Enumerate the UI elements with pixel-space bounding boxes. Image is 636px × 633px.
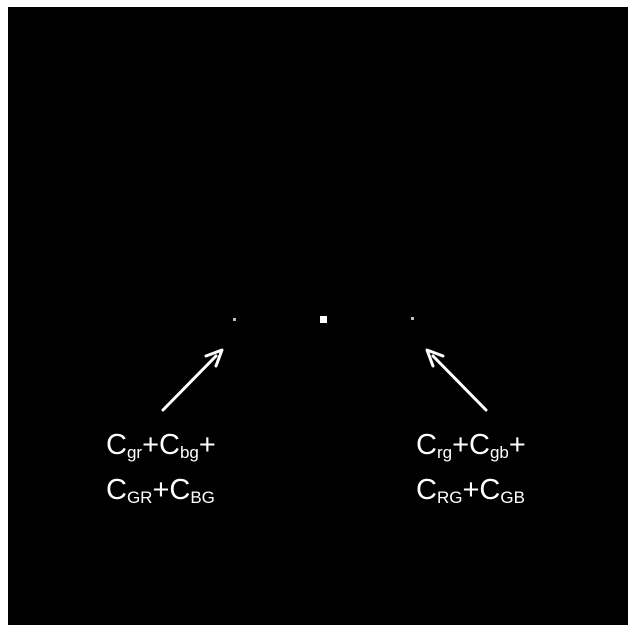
left-label-line1: Cgr+Cbg+ bbox=[106, 429, 216, 462]
fourier-spectrum-image: Cgr+Cbg+ CGR+CBG Crg+Cgb+ CRG+CGB bbox=[8, 7, 628, 625]
left-arrow bbox=[161, 348, 224, 412]
right-label-line2: CRG+CGB bbox=[416, 474, 525, 507]
left-side-spot bbox=[233, 318, 236, 321]
right-side-spot bbox=[411, 317, 414, 320]
center-spot bbox=[320, 316, 327, 323]
left-label-line2: CGR+CBG bbox=[106, 474, 215, 507]
spectrum-diagram: Cgr+Cbg+ CGR+CBG Crg+Cgb+ CRG+CGB bbox=[106, 316, 526, 507]
right-arrow bbox=[425, 348, 488, 412]
right-label-line1: Crg+Cgb+ bbox=[416, 429, 526, 462]
